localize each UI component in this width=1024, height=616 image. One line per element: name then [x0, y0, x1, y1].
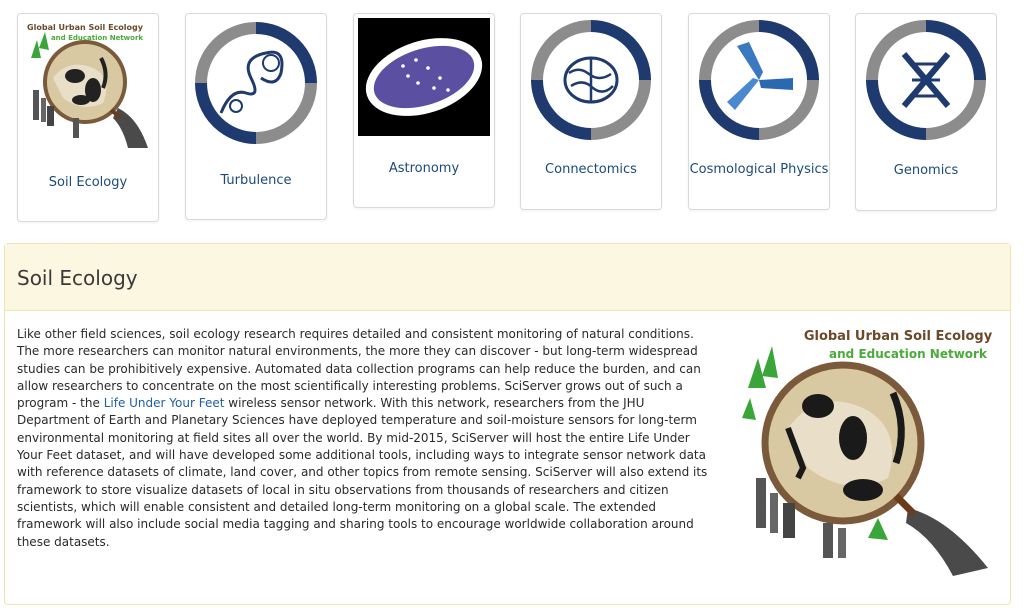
panel-body: Like other field sciences, soil ecology …: [17, 326, 717, 551]
svg-text:Global Urban Soil Ecology: Global Urban Soil Ecology: [804, 329, 993, 344]
tile-label: Astronomy: [388, 161, 460, 176]
cosmic-web-icon: [699, 20, 819, 140]
tile-label: Soil Ecology: [48, 175, 128, 190]
tile-connectomics[interactable]: Connectomics: [520, 13, 662, 210]
soil-ecology-logo-large: Global Urban Soil Ecology and Education …: [742, 329, 993, 576]
svg-text:and Education Network: and Education Network: [51, 34, 143, 42]
panel-title: Soil Ecology: [17, 266, 138, 290]
svg-text:Global Urban Soil Ecology: Global Urban Soil Ecology: [27, 23, 144, 32]
tile-label: Turbulence: [220, 173, 292, 188]
tile-label: Genomics: [893, 163, 959, 178]
body-text-2: wireless sensor network. With this netwo…: [17, 396, 708, 549]
tile-turbulence[interactable]: Turbulence: [185, 13, 327, 220]
soil-ecology-logo: Global Urban Soil Ecology and Education …: [27, 23, 148, 148]
tile-astronomy[interactable]: Astronomy: [353, 13, 495, 208]
svg-text:and Education Network: and Education Network: [829, 347, 988, 361]
tile-label: Connectomics: [545, 162, 637, 177]
turbulence-icon: [195, 22, 317, 144]
galaxy-icon: [358, 18, 490, 136]
tile-cosmological-physics[interactable]: Cosmological Physics: [688, 13, 830, 210]
life-under-your-feet-link[interactable]: Life Under Your Feet: [103, 396, 225, 411]
dna-icon: [866, 20, 986, 140]
tile-label: Cosmological Physics: [689, 162, 829, 177]
tile-genomics[interactable]: Genomics: [855, 13, 997, 211]
panel-header: [5, 244, 1010, 311]
brain-icon: [531, 20, 651, 140]
body-text-1: Like other field sciences, soil ecology …: [17, 327, 701, 411]
tile-soil-ecology[interactable]: Global Urban Soil Ecology and Education …: [17, 13, 159, 222]
